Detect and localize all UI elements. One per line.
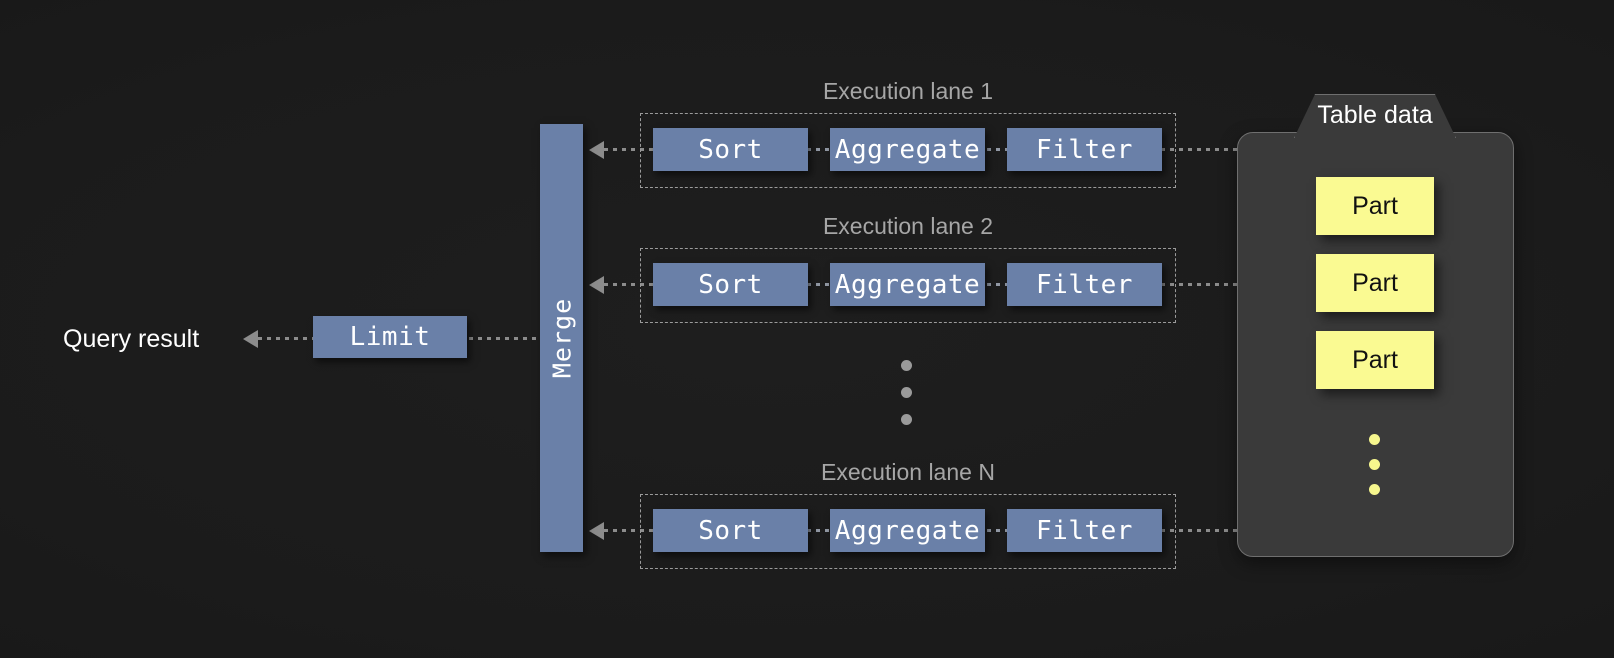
operator-box-lane-2-filter[interactable]: Filter [1007,263,1162,306]
part-box-2[interactable]: Part [1316,254,1434,312]
connector-lane-2-to-merge [604,283,654,286]
lane-title-n: Execution lane N [821,459,995,485]
operator-box-lane-2-sort[interactable]: Sort [653,263,808,306]
connector-table-to-lane-n [1161,529,1241,532]
lane-title-2: Execution lane 2 [822,213,994,239]
connector-lane-1-to-merge [604,148,654,151]
connector-table-to-lane-1 [1161,148,1241,151]
part-continuation-ellipsis-icon [1369,434,1380,509]
operator-box-lane-n-sort[interactable]: Sort [653,509,808,552]
lane-frame-2 [640,248,1176,323]
connector-limit-to-query-result [258,337,316,340]
operator-box-lane-2-aggregate[interactable]: Aggregate [830,263,985,306]
query-result-label: Query result [63,325,200,353]
table-data-title: Table data [1317,101,1433,129]
lane-title-1: Execution lane 1 [822,78,994,104]
operator-box-lane-1-filter[interactable]: Filter [1007,128,1162,171]
connector-table-to-lane-2 [1161,283,1241,286]
merge-label: Merge [547,297,576,379]
lane-frame-n [640,494,1176,569]
lane-continuation-ellipsis-icon [901,360,912,441]
operator-box-limit[interactable]: Limit [313,316,467,358]
part-box-3[interactable]: Part [1316,331,1434,389]
operator-box-lane-n-aggregate[interactable]: Aggregate [830,509,985,552]
arrowhead-lane-n-to-merge [589,522,604,540]
arrowhead-lane-2-to-merge [589,276,604,294]
merge-bar[interactable]: Merge [540,124,583,552]
operator-box-lane-1-sort[interactable]: Sort [653,128,808,171]
lane-frame-1 [640,113,1176,188]
table-data-tab: Table data [1294,94,1456,138]
arrowhead-lane-1-to-merge [589,141,604,159]
arrowhead-to-query-result [243,330,258,348]
operator-box-lane-n-filter[interactable]: Filter [1007,509,1162,552]
connector-lane-n-to-merge [604,529,654,532]
operator-box-lane-1-aggregate[interactable]: Aggregate [830,128,985,171]
part-box-1[interactable]: Part [1316,177,1434,235]
